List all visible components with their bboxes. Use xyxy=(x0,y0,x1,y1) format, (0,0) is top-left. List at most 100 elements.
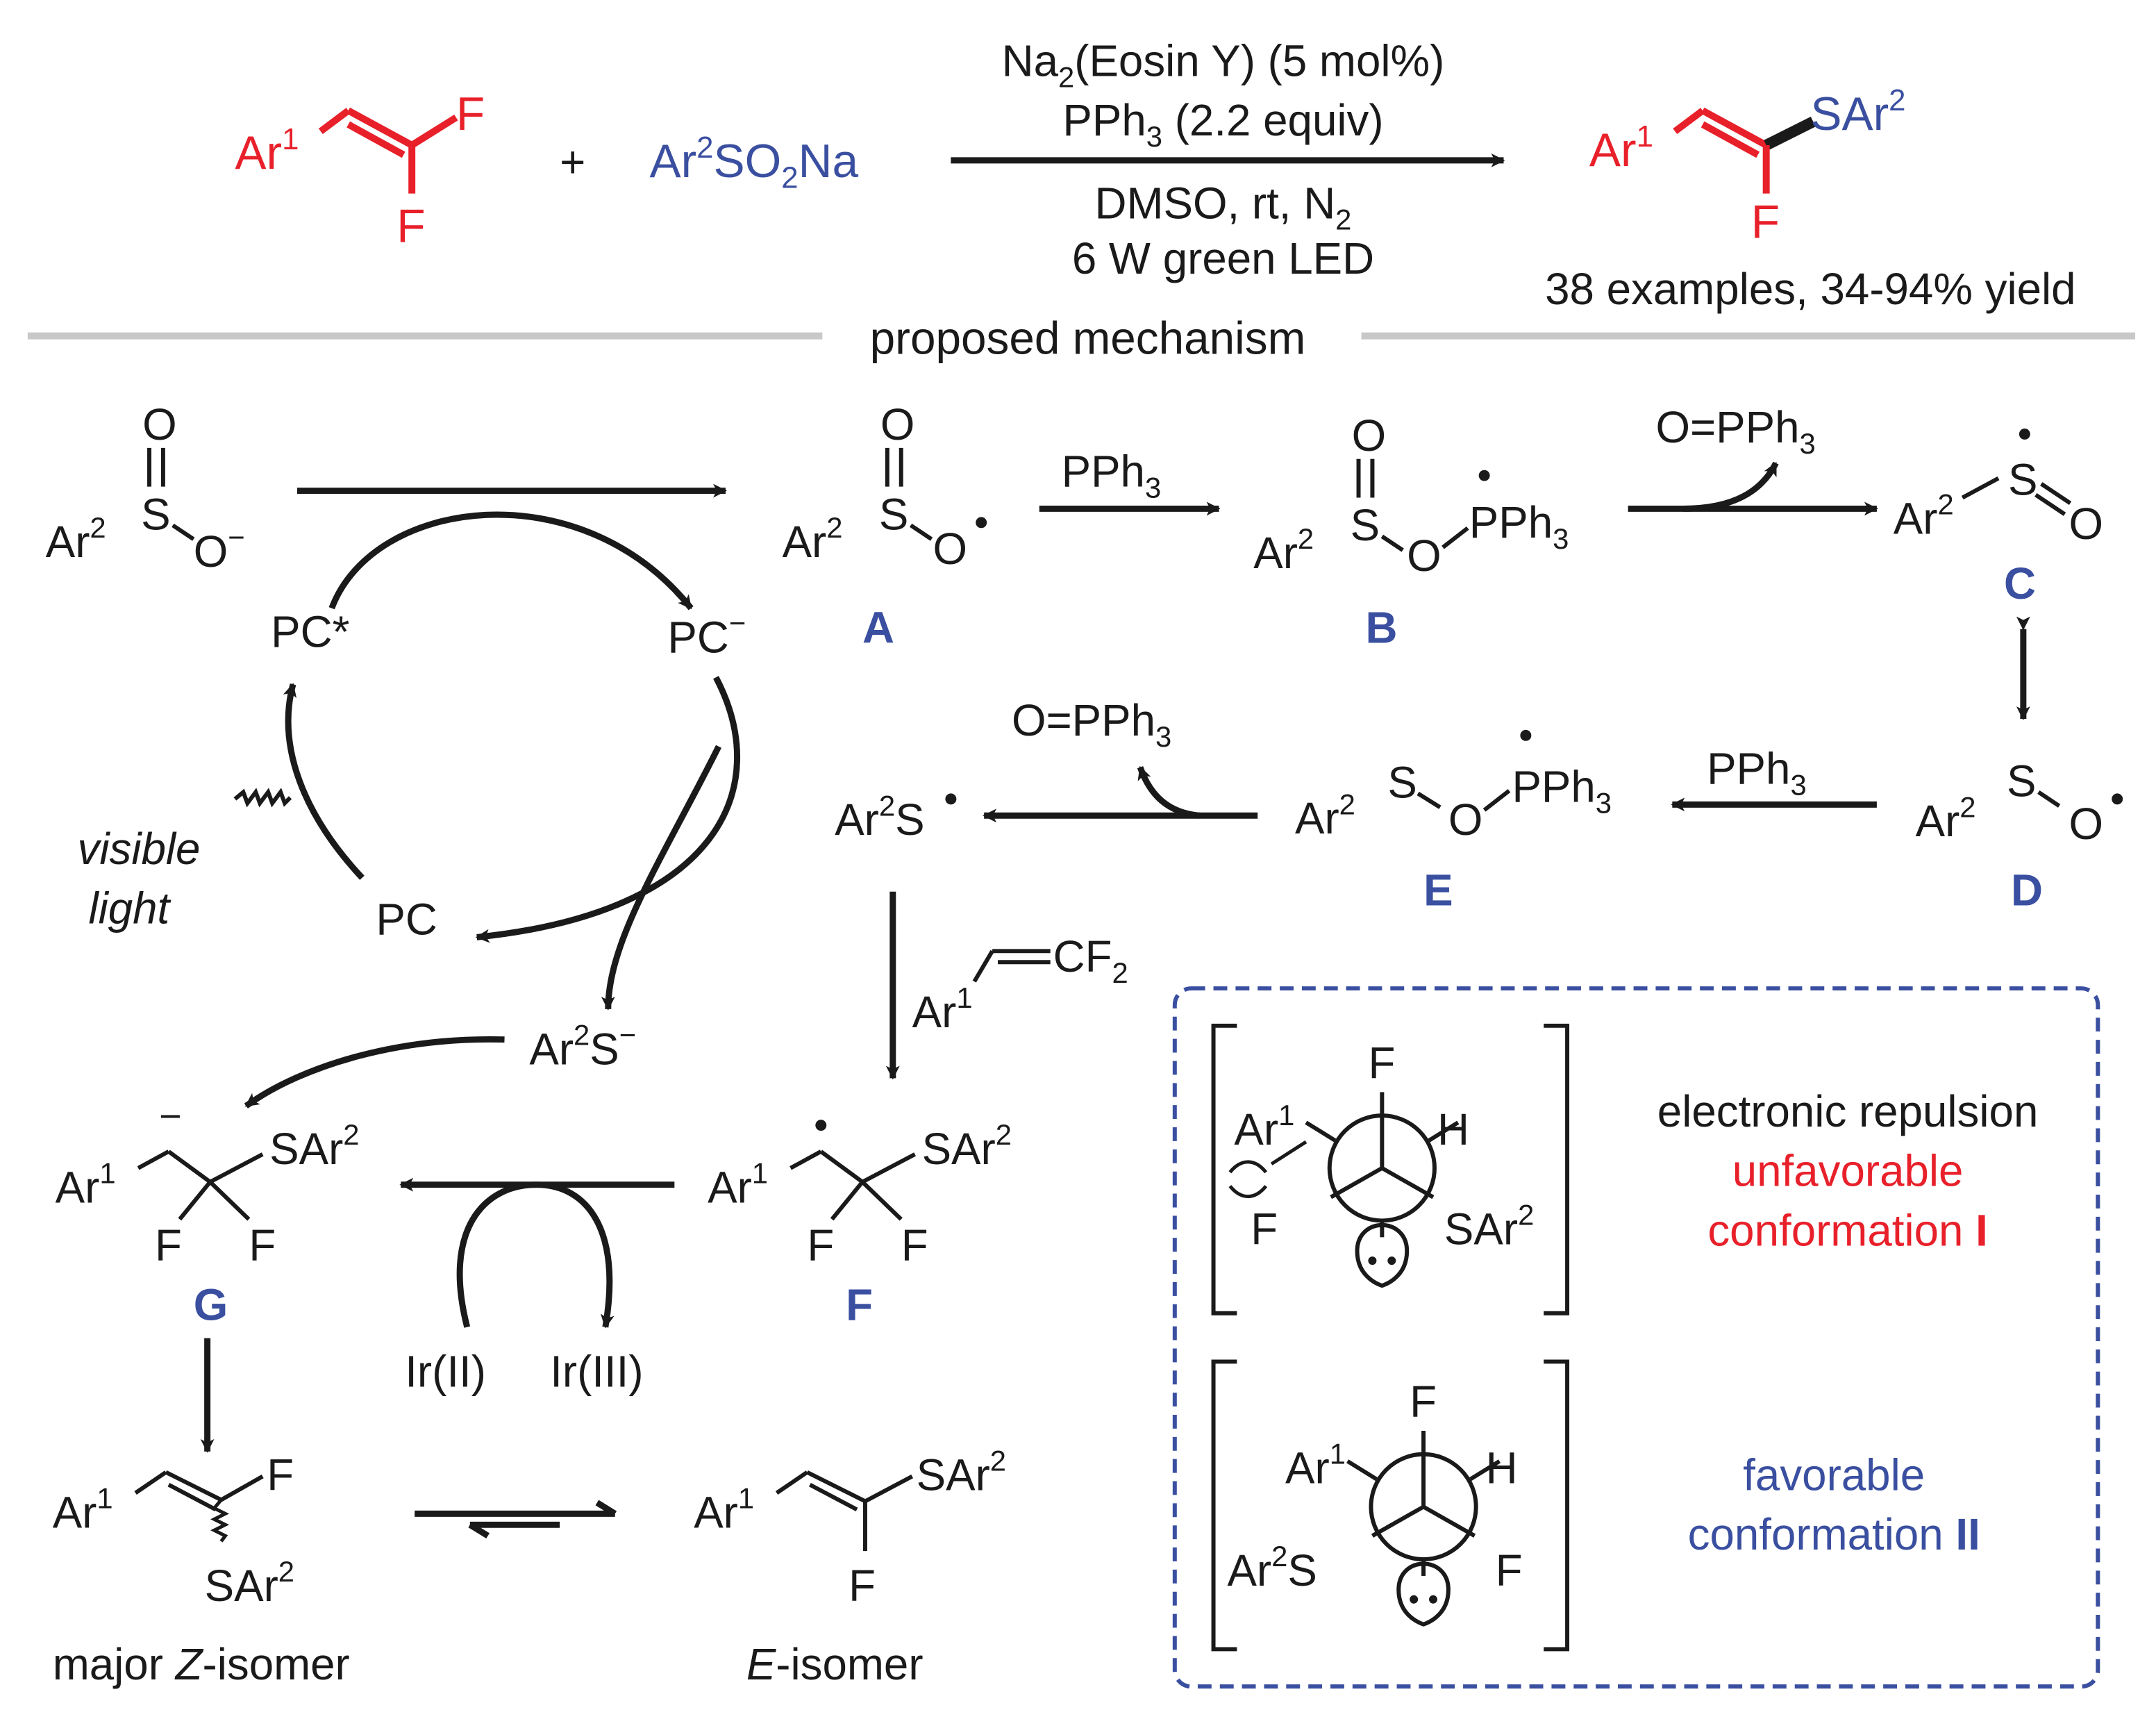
svg-text:Ar1: Ar1 xyxy=(1285,1438,1346,1493)
svg-text:E-isomer: E-isomer xyxy=(746,1640,924,1689)
svg-text:F: F xyxy=(1251,1204,1278,1254)
arrow-ope-out-1 xyxy=(1683,461,1779,512)
svg-text:Ar2: Ar2 xyxy=(1295,788,1355,843)
svg-text:O: O xyxy=(2069,499,2104,549)
conf1-line1: electronic repulsion xyxy=(1657,1087,2039,1136)
svg-text:F: F xyxy=(1410,1377,1437,1427)
svg-text:38 examples, 34-94% yield: 38 examples, 34-94% yield xyxy=(1545,265,2076,314)
ir-iii: Ir(III) xyxy=(550,1347,643,1396)
svg-text:S: S xyxy=(2007,756,2036,806)
sulfinate-anion: O S Ar2 O− xyxy=(46,400,245,576)
svg-text:S: S xyxy=(879,490,908,539)
svg-text:B: B xyxy=(1365,603,1397,652)
svg-text:G: G xyxy=(194,1281,228,1330)
photocatalytic-cycle: PC* PC− PC visible light xyxy=(78,511,746,1011)
svg-text:SAr2: SAr2 xyxy=(922,1118,1012,1174)
ir-ii: Ir(II) xyxy=(405,1347,486,1396)
light-label: light xyxy=(88,884,171,933)
svg-text:O: O xyxy=(2069,799,2104,849)
svg-text:F: F xyxy=(901,1221,928,1270)
svg-text:SAr2: SAr2 xyxy=(205,1555,294,1611)
svg-text:major Z-isomer: major Z-isomer xyxy=(53,1640,350,1689)
svg-text:F: F xyxy=(249,1221,276,1270)
svg-text:PPh3: PPh3 xyxy=(1512,762,1612,819)
svg-text:Ar1: Ar1 xyxy=(912,981,973,1037)
conf1-line2: unfavorable xyxy=(1732,1147,1964,1196)
visible-light-label: visible xyxy=(78,824,201,874)
conf1-line3: conformation I xyxy=(1707,1206,1987,1255)
svg-text:Ar2: Ar2 xyxy=(1253,522,1314,578)
svg-text:O: O xyxy=(1352,411,1387,460)
svg-text:Ar2: Ar2 xyxy=(1916,790,1976,846)
e-isomer: Ar1 SAr2 F E-isomer xyxy=(694,1445,1006,1690)
reagent-pph3-1: PPh3 xyxy=(1062,447,1162,504)
ir-cycle-arc xyxy=(456,1181,615,1329)
svg-text:Ar1: Ar1 xyxy=(1589,119,1653,176)
svg-text:F: F xyxy=(807,1221,834,1270)
conformation-box xyxy=(1172,986,2100,1689)
mechanism-title: proposed mechanism xyxy=(870,313,1306,364)
species-D: S Ar2 O D xyxy=(1916,756,2123,915)
svg-text:Ar2SO2Na: Ar2SO2Na xyxy=(650,131,859,195)
svg-text:F: F xyxy=(846,1281,873,1330)
svg-text:O: O xyxy=(1448,795,1483,845)
svg-text:Ar2: Ar2 xyxy=(783,511,843,567)
svg-text:Ar1: Ar1 xyxy=(1234,1099,1294,1154)
svg-text:F: F xyxy=(155,1221,182,1270)
svg-text:Na2(Eosin Y) (5 mol%): Na2(Eosin Y) (5 mol%) xyxy=(1002,36,1445,93)
svg-text:F: F xyxy=(396,200,425,252)
svg-text:−: − xyxy=(159,1095,182,1138)
svg-text:SAr2: SAr2 xyxy=(269,1118,359,1174)
svg-text:Ar1: Ar1 xyxy=(235,122,299,179)
svg-text:S: S xyxy=(1387,758,1417,807)
svg-text:SAr2: SAr2 xyxy=(1810,83,1905,140)
species-B: O S Ar2 O PPh3 B xyxy=(1253,411,1569,653)
svg-text:F: F xyxy=(849,1561,876,1611)
svg-text:D: D xyxy=(2011,866,2043,915)
newman-conformation-I: F H Ar1 F SAr2 xyxy=(1211,1023,1570,1315)
species-E: S Ar2 O PPh3 E xyxy=(1295,729,1612,915)
svg-text:Ar2: Ar2 xyxy=(1894,488,1954,543)
svg-text:S: S xyxy=(2008,456,2037,505)
svg-text:Ar1: Ar1 xyxy=(56,1157,116,1213)
svg-text:SAr2: SAr2 xyxy=(1444,1198,1534,1254)
conditions: Na2(Eosin Y) (5 mol%) PPh3 (2.2 equiv) D… xyxy=(951,36,1505,283)
thiyl-radical: Ar2S xyxy=(835,789,957,845)
svg-text:6 W green LED: 6 W green LED xyxy=(1072,234,1374,283)
svg-text:Ar1: Ar1 xyxy=(708,1157,768,1213)
equilibrium-arrows xyxy=(415,1500,617,1539)
reactant-sulfinate: Ar2SO2Na xyxy=(650,131,859,195)
svg-text:H: H xyxy=(1437,1105,1469,1154)
svg-text:S: S xyxy=(1351,501,1380,550)
svg-text:O−: O− xyxy=(194,521,245,576)
svg-text:F: F xyxy=(456,88,485,140)
byproduct-ope-2: O=PPh3 xyxy=(1012,696,1171,753)
species-F: Ar1 SAr2 F F F xyxy=(708,1118,1012,1330)
svg-text:S: S xyxy=(141,490,170,539)
svg-text:Ar2: Ar2 xyxy=(46,511,106,567)
svg-text:Ar2S: Ar2S xyxy=(835,789,924,845)
svg-text:A: A xyxy=(862,603,894,652)
svg-text:C: C xyxy=(2004,559,2036,608)
svg-text:E: E xyxy=(1423,866,1453,915)
thiolate-anion: Ar2S− xyxy=(529,1019,636,1074)
svg-text:PPh3: PPh3 xyxy=(1469,498,1569,555)
svg-text:PPh3 (2.2 equiv): PPh3 (2.2 equiv) xyxy=(1062,96,1383,153)
pc: PC xyxy=(376,895,437,944)
svg-text:DMSO, rt, N2: DMSO, rt, N2 xyxy=(1095,179,1352,235)
species-G: Ar1 − SAr2 F F G xyxy=(56,1095,360,1330)
svg-text:Ar2S: Ar2S xyxy=(1227,1540,1317,1595)
svg-text:O: O xyxy=(933,524,968,574)
svg-text:F: F xyxy=(1368,1038,1395,1088)
svg-text:Ar1: Ar1 xyxy=(53,1481,113,1537)
species-C: Ar2 S O C xyxy=(1894,428,2104,608)
svg-text:F: F xyxy=(267,1451,294,1500)
svg-text:F: F xyxy=(1496,1546,1523,1595)
reactant-difluoroalkene: Ar1 F F xyxy=(235,88,485,252)
svg-text:F: F xyxy=(1751,196,1780,248)
pc-minus: PC− xyxy=(667,607,746,663)
svg-text:Ar1: Ar1 xyxy=(694,1481,754,1537)
species-A: O S Ar2 O A xyxy=(783,400,987,652)
conf2-line2: conformation II xyxy=(1688,1510,1980,1559)
